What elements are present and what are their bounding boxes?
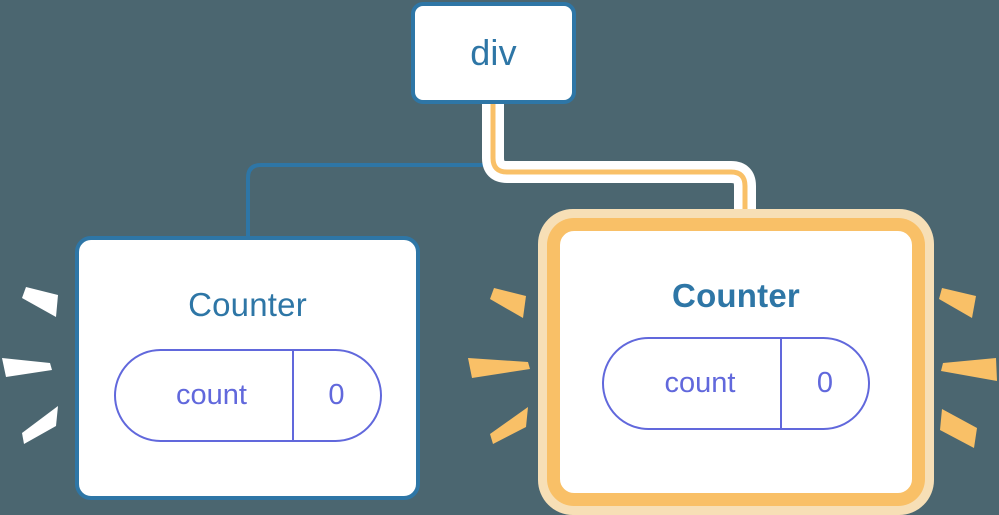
state-pill-counter-left: count 0 xyxy=(113,349,382,442)
node-counter-left[interactable]: Counter count 0 xyxy=(75,236,420,500)
connector-div-to-counter-right-halo xyxy=(482,93,756,256)
node-counter-right-label: Counter xyxy=(672,277,800,314)
sparkle-ray-lower xyxy=(490,407,528,444)
sparkle-ray-middle xyxy=(2,358,52,377)
state-value: 0 xyxy=(291,351,380,440)
sparkle-ray-upper xyxy=(22,287,58,317)
sparkle-ray-lower xyxy=(940,409,977,448)
sparkle-ray-upper xyxy=(939,288,976,318)
node-counter-right[interactable]: Counter count 0 xyxy=(560,231,912,493)
sparkle-ray-upper xyxy=(490,288,526,318)
sparkle-ray-lower xyxy=(22,406,58,444)
connector-div-to-counter-left xyxy=(246,102,495,242)
sparkle-right-of-counter-left xyxy=(468,288,530,444)
state-name: count xyxy=(176,379,247,411)
sparkle-right-of-counter-right xyxy=(939,288,997,448)
node-div[interactable]: div xyxy=(411,2,576,104)
sparkle-ray-middle xyxy=(941,358,997,381)
node-counter-left-label: Counter xyxy=(188,286,307,323)
node-div-label: div xyxy=(470,32,517,73)
state-name: count xyxy=(664,367,736,399)
sparkle-ray-middle xyxy=(468,358,530,378)
sparkle-left-of-counter-left xyxy=(2,287,58,444)
state-value: 0 xyxy=(780,339,868,428)
connector-div-to-counter-right xyxy=(490,101,748,248)
state-pill-counter-right: count 0 xyxy=(602,337,870,430)
